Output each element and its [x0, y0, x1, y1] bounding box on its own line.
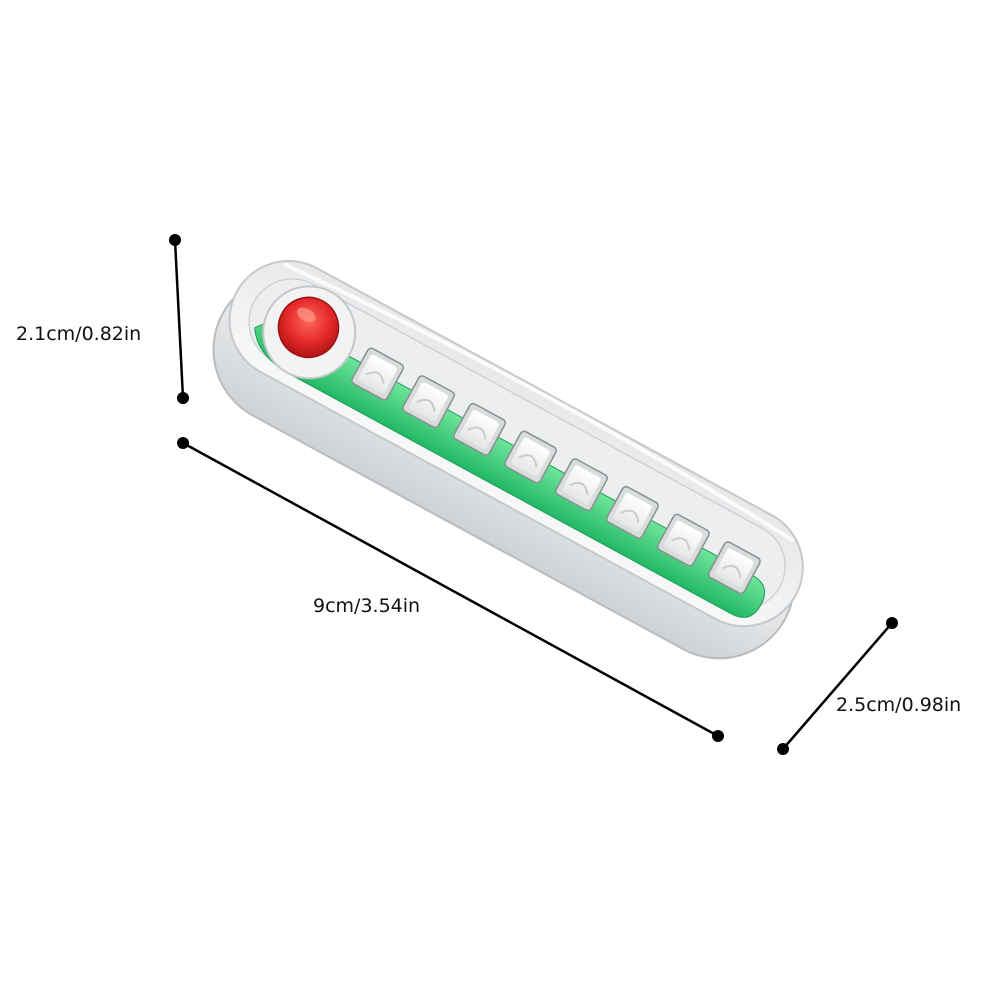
- led-8: [707, 541, 761, 595]
- width-dimension-label: 2.5cm/0.98in: [836, 694, 962, 716]
- led-4: [504, 430, 557, 484]
- led-1: [351, 347, 405, 401]
- length-dimension-endpoint-right: [712, 730, 724, 742]
- led-array: [351, 347, 761, 595]
- length-dimension-line: [177, 437, 724, 742]
- led-2: [402, 375, 456, 429]
- led-bar-device: [212, 259, 804, 660]
- led-6: [606, 485, 659, 539]
- length-dimension-label: 9cm/3.54in: [313, 595, 421, 617]
- height-dimension-label: 2.1cm/0.82in: [16, 323, 142, 345]
- height-dimension-line: [169, 234, 189, 404]
- led-3: [453, 402, 506, 456]
- length-dimension-endpoint-left: [177, 437, 189, 449]
- width-dimension-endpoint-bottom: [777, 743, 789, 755]
- led-7: [656, 513, 710, 567]
- red-button-icon[interactable]: [268, 287, 349, 368]
- housing-gloss: [282, 262, 795, 543]
- width-dimension-endpoint-top: [886, 617, 898, 629]
- button-highlight-icon: [296, 307, 316, 322]
- led-5: [555, 458, 608, 512]
- width-dimension-line: [777, 617, 898, 755]
- height-dimension-endpoint-top: [169, 234, 181, 246]
- height-dimension-endpoint-bottom: [177, 392, 189, 404]
